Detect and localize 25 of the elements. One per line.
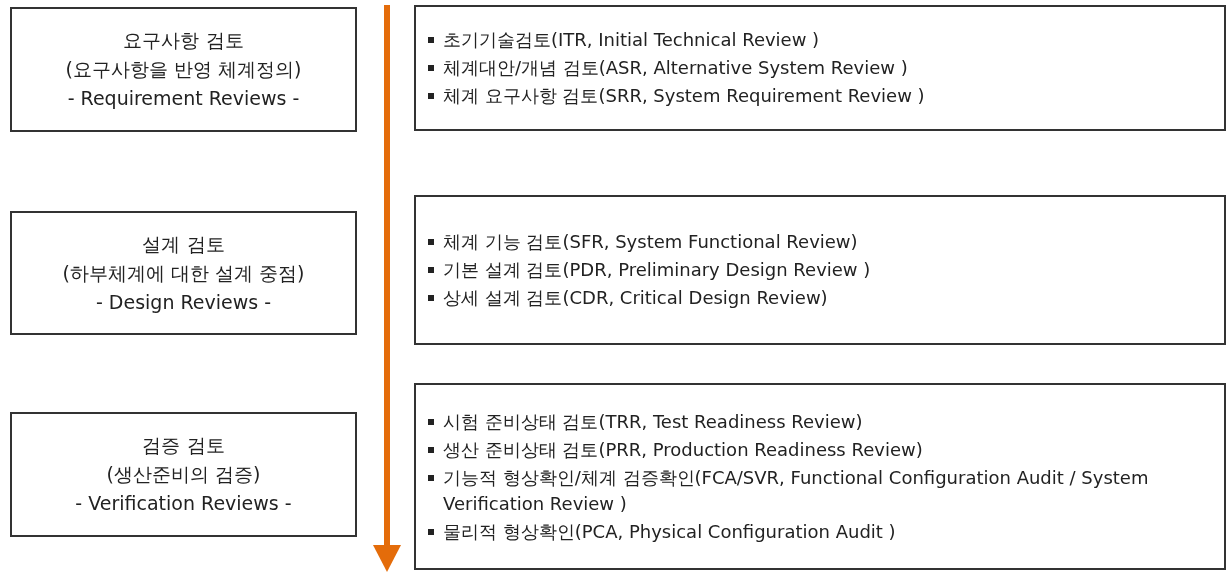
review-item: 초기기술검토(ITR, Initial Technical Review ) <box>443 28 820 52</box>
review-item: 체계대안/개념 검토(ASR, Alternative System Review ) <box>443 56 908 80</box>
review-list-box <box>414 383 1226 570</box>
review-list-box <box>414 5 1226 131</box>
phase-subtitle: (하부체계에 대한 설계 중점) <box>62 260 305 286</box>
review-item: 기본 설계 검토(PDR, Preliminary Design Review ) <box>443 258 871 282</box>
review-list-box <box>414 195 1226 345</box>
review-item: 상세 설계 검토(CDR, Critical Design Review) <box>443 286 828 310</box>
review-item: 물리적 형상확인(PCA, Physical Configuration Audit ) <box>443 519 896 544</box>
review-item: 체계 기능 검토(SFR, System Functional Review) <box>443 230 858 254</box>
phase-subtitle: - Design Reviews - <box>95 289 272 315</box>
phase-title: 설계 검토 <box>142 231 225 257</box>
review-item: 생산 준비상태 검토(PRR, Production Readiness Review) <box>443 437 923 462</box>
phase-subtitle: - Requirement Reviews - <box>67 86 300 111</box>
phase-box <box>10 7 357 132</box>
phase-box <box>10 211 357 335</box>
phase-title: 검증 검토 <box>142 433 225 458</box>
review-item: 시험 준비상태 검토(TRR, Test Readiness Review) <box>443 409 863 434</box>
review-item: 체계 요구사항 검토(SRR, System Requirement Review ) <box>443 84 925 108</box>
phase-box <box>10 412 357 537</box>
phase-title: 요구사항 검토 <box>123 28 244 53</box>
phase-subtitle: (요구사항을 반영 체계정의) <box>65 57 302 82</box>
phase-subtitle: (생산준비의 검증) <box>106 462 261 487</box>
review-item: 기능적 형상확인/체계 검증확인(FCA/SVR, Functional Configuration Audit / System Verification Review ) <box>443 465 1150 516</box>
phase-subtitle: - Verification Reviews - <box>75 491 292 516</box>
